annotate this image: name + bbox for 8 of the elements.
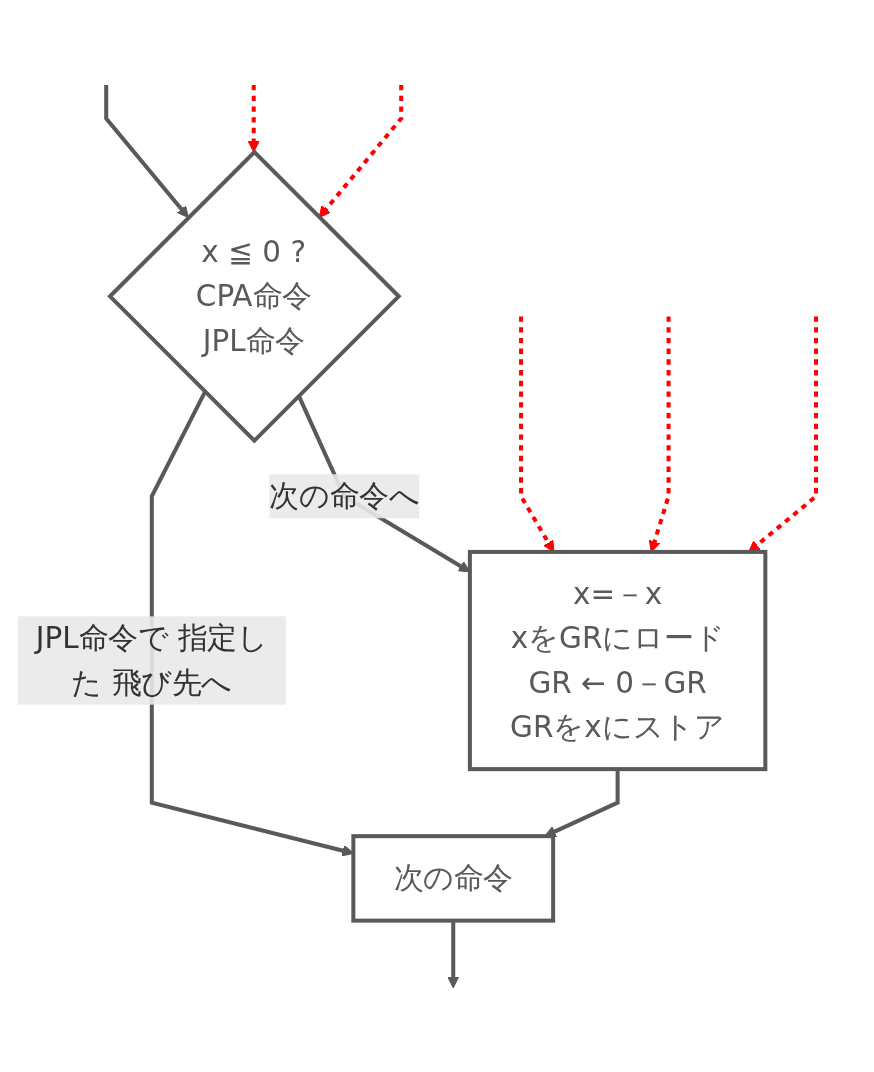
edge-label: JPL命令で 指定した 飛び先へ (35, 621, 268, 700)
node-box: x=－x xをGRにロード GR ← 0－GR GRをxにストア (467, 549, 768, 771)
edge-label: 次の命令へ (269, 479, 420, 513)
node-diamond: x ≦ 0 ? CPA命令 JPL命令 (107, 148, 402, 444)
arrow (318, 84, 404, 218)
node-box: 次の命令 (351, 833, 556, 923)
arrow (247, 84, 260, 153)
arrow (104, 84, 189, 218)
